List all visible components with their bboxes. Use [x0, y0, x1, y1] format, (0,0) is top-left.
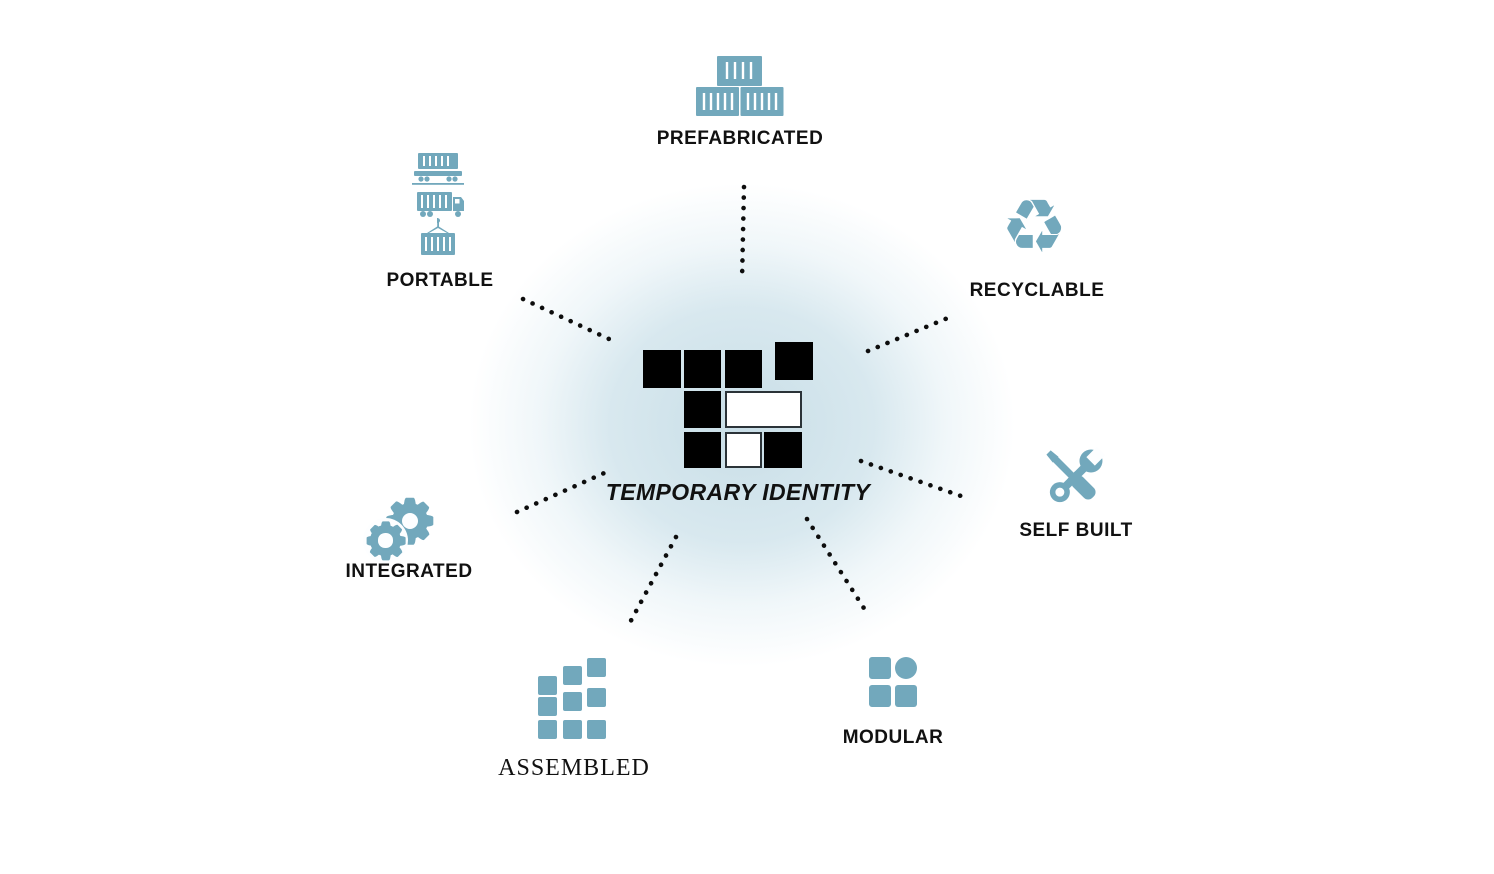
dotted-connector-portable [520, 296, 612, 342]
logo-square-black [764, 432, 802, 468]
center-title: TEMPORARY IDENTITY [605, 479, 871, 505]
logo-square-black [684, 391, 721, 428]
container-transport-icon [412, 153, 464, 255]
stacked-containers-icon [696, 56, 784, 116]
tools-icon [1046, 446, 1106, 503]
modular-blocks-icon [869, 657, 917, 707]
gear-small-icon [365, 520, 406, 561]
center-logo [643, 342, 813, 468]
logo-square-black [684, 350, 721, 388]
logo-rect-white [725, 391, 802, 428]
assembled-label: ASSEMBLED [498, 755, 650, 781]
dotted-connector-recyclable [865, 312, 958, 354]
logo-square-black [643, 350, 681, 388]
logo-square-black [725, 350, 762, 388]
integrated-label: INTEGRATED [345, 561, 473, 582]
dotted-connector-self-built [858, 458, 964, 499]
dotted-connector-prefabricated [739, 184, 747, 284]
dotted-connector-integrated [514, 467, 614, 515]
recyclable-label: RECYCLABLE [969, 280, 1105, 301]
dotted-connector-assembled [624, 534, 679, 631]
logo-square-black-raised [775, 342, 813, 380]
prefabricated-label: PREFABRICATED [656, 128, 824, 149]
self-built-label: SELF BUILT [1019, 520, 1133, 541]
portable-label: PORTABLE [386, 270, 494, 291]
logo-square-white [725, 432, 762, 468]
recycle-icon: ♻ [1001, 184, 1068, 270]
dotted-connector-modular [804, 516, 870, 616]
logo-square-black [684, 432, 721, 468]
assembled-squares-icon [538, 658, 606, 739]
modular-label: MODULAR [842, 727, 944, 748]
